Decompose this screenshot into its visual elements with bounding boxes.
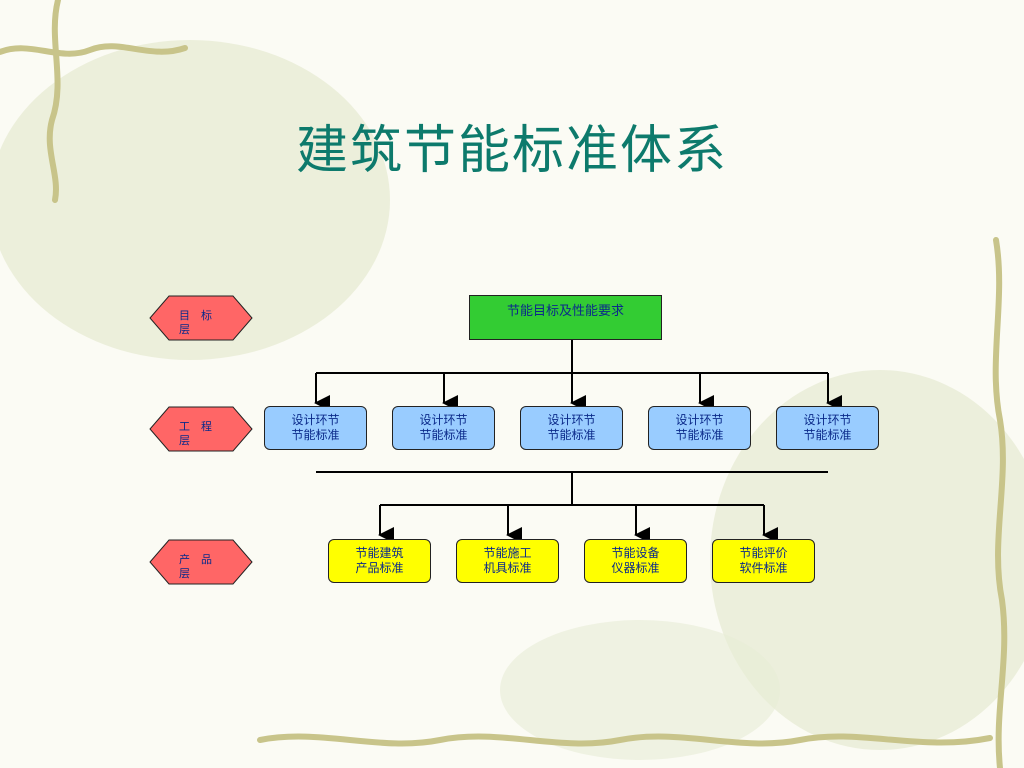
vine-bottom: [257, 733, 993, 747]
product-standard-label: 节能建筑 产品标准: [355, 546, 404, 575]
flower-blur-left: [0, 40, 390, 360]
layer-product-label: 产 品 层: [179, 553, 223, 580]
engineering-standard-label: 设计环节 节能标准: [291, 413, 340, 442]
vine-top-left: [0, 43, 188, 57]
layer-engineering-label: 工 程 层: [179, 420, 223, 447]
flower-blur-right: [710, 370, 1024, 750]
engineering-standard-label: 设计环节 节能标准: [419, 413, 468, 442]
product-standard-box-4: 节能评价 软件标准: [712, 539, 815, 583]
engineering-standard-box-3: 设计环节 节能标准: [520, 406, 623, 450]
layer-product: 产 品 层: [149, 539, 253, 585]
flower-blur-bottom: [500, 620, 780, 760]
layer-product-shape: [149, 539, 253, 585]
engineering-standard-label: 设计环节 节能标准: [803, 413, 852, 442]
goal-box: 节能目标及性能要求: [469, 295, 662, 340]
layer-goal-label: 目 标 层: [179, 309, 223, 336]
product-standard-label: 节能设备 仪器标准: [611, 546, 660, 575]
product-standard-label: 节能施工 机具标准: [483, 546, 532, 575]
engineering-standard-box-1: 设计环节 节能标准: [264, 406, 367, 450]
goal-box-label: 节能目标及性能要求: [506, 304, 624, 319]
engineering-standard-box-2: 设计环节 节能标准: [392, 406, 495, 450]
product-standard-box-2: 节能施工 机具标准: [456, 539, 559, 583]
layer-goal: 目 标 层: [149, 295, 253, 341]
engineering-standard-label: 设计环节 节能标准: [675, 413, 724, 442]
vine-left-vertical: [46, 0, 61, 203]
slide-title: 建筑节能标准体系: [295, 121, 728, 181]
engineering-standard-label: 设计环节 节能标准: [547, 413, 596, 442]
vine-right-vertical: [992, 237, 1008, 768]
layer-engineering-shape: [149, 406, 253, 452]
layer-engineering: 工 程 层: [149, 406, 253, 452]
product-standard-box-3: 节能设备 仪器标准: [584, 539, 687, 583]
layer-goal-shape: [149, 295, 253, 341]
product-standard-label: 节能评价 软件标准: [739, 546, 788, 575]
engineering-standard-box-5: 设计环节 节能标准: [776, 406, 879, 450]
product-standard-box-1: 节能建筑 产品标准: [328, 539, 431, 583]
engineering-standard-box-4: 设计环节 节能标准: [648, 406, 751, 450]
